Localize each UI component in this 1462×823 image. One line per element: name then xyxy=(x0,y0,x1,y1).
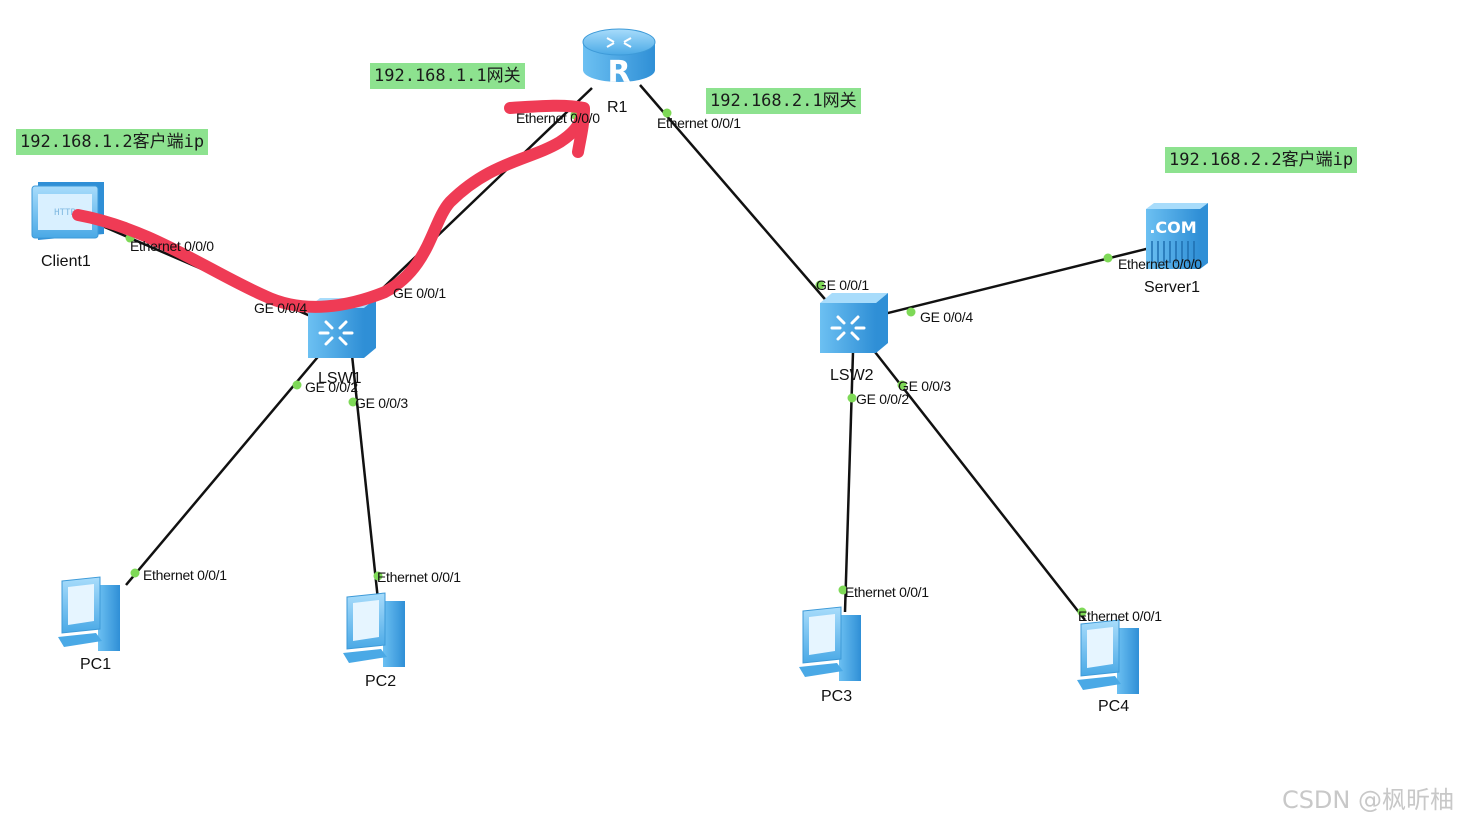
lsw1-port-ge002: GE 0/0/2 xyxy=(305,379,358,395)
link-r1-lsw2[interactable] xyxy=(639,84,831,306)
client1-label: Client1 xyxy=(41,253,91,270)
link-lsw2-pc4[interactable] xyxy=(874,351,1086,621)
port-dot xyxy=(1103,253,1113,263)
r1-right-gateway-note: 192.168.2.1网关 xyxy=(706,88,861,114)
lsw1-port-ge003: GE 0/0/3 xyxy=(355,395,408,411)
pc-icon[interactable] xyxy=(1077,619,1139,694)
port-dot xyxy=(847,393,857,403)
path-arrow xyxy=(72,99,590,313)
pc-icon[interactable] xyxy=(343,592,405,667)
pc4-label: PC4 xyxy=(1098,698,1130,715)
r1-left-gateway-note: 192.168.1.1网关 xyxy=(370,63,525,89)
router-icon[interactable]: R xyxy=(582,28,656,90)
client-ip-note: 192.168.1.2客户端ip xyxy=(16,129,209,155)
port-dot xyxy=(815,280,825,290)
lsw2-port-ge001: GE 0/0/1 xyxy=(816,277,869,293)
server-icon-label: .COM xyxy=(1149,218,1196,237)
pc4-port-e001: Ethernet 0/0/1 xyxy=(1078,608,1162,624)
port-dot xyxy=(348,397,358,407)
pc3-label: PC3 xyxy=(821,688,853,705)
port-dot xyxy=(292,380,302,390)
switch-lsw1-label: LSW1 xyxy=(318,370,362,387)
port-dot xyxy=(1077,607,1087,617)
client-icon-label: HTTP xyxy=(54,208,76,218)
http-client-icon[interactable]: HTTP xyxy=(31,182,104,240)
lsw2-port-ge003: GE 0/0/3 xyxy=(898,378,951,394)
port-dots xyxy=(125,108,1113,617)
r1-port-e000: Ethernet 0/0/0 xyxy=(516,110,600,126)
port-dot xyxy=(906,307,916,317)
links xyxy=(99,84,1151,621)
pc-icon[interactable] xyxy=(58,576,120,651)
switch-lsw2-label: LSW2 xyxy=(830,367,874,384)
link-lsw1-pc2[interactable] xyxy=(350,354,380,601)
lsw1-port-ge004: GE 0/0/4 xyxy=(254,300,307,316)
port-dot xyxy=(897,380,907,390)
port-dot xyxy=(373,571,383,581)
lsw2-port-ge004: GE 0/0/4 xyxy=(920,309,973,325)
router-r1-label: R1 xyxy=(607,99,628,116)
link-lsw1-r1[interactable] xyxy=(359,87,593,311)
client1-port-e000: Ethernet 0/0/0 xyxy=(130,238,214,254)
server-ip-note: 192.168.2.2客户端ip xyxy=(1165,147,1358,173)
server1-port-e000: Ethernet 0/0/0 xyxy=(1118,256,1202,272)
com-server-icon[interactable]: .COM xyxy=(1146,203,1208,269)
lsw1-port-ge001: GE 0/0/1 xyxy=(393,285,446,301)
pc3-port-e001: Ethernet 0/0/1 xyxy=(845,584,929,600)
pc1-port-e001: Ethernet 0/0/1 xyxy=(143,567,227,583)
lsw2-port-ge002: GE 0/0/2 xyxy=(856,391,909,407)
pc1-label: PC1 xyxy=(80,656,112,673)
link-lsw1-pc1[interactable] xyxy=(125,351,323,586)
svg-text:R: R xyxy=(607,55,630,90)
switch-icon[interactable] xyxy=(820,293,888,353)
port-dot xyxy=(662,108,672,118)
pc2-label: PC2 xyxy=(365,673,397,690)
port-dot xyxy=(130,568,140,578)
server1-label: Server1 xyxy=(1144,279,1201,296)
pc-icon[interactable] xyxy=(799,606,861,681)
watermark: CSDN @枫昕柚 xyxy=(1281,786,1454,814)
r1-port-e001: Ethernet 0/0/1 xyxy=(657,115,741,131)
port-dot xyxy=(838,585,848,595)
pc2-port-e001: Ethernet 0/0/1 xyxy=(377,569,461,585)
link-lsw2-pc3[interactable] xyxy=(843,351,855,613)
